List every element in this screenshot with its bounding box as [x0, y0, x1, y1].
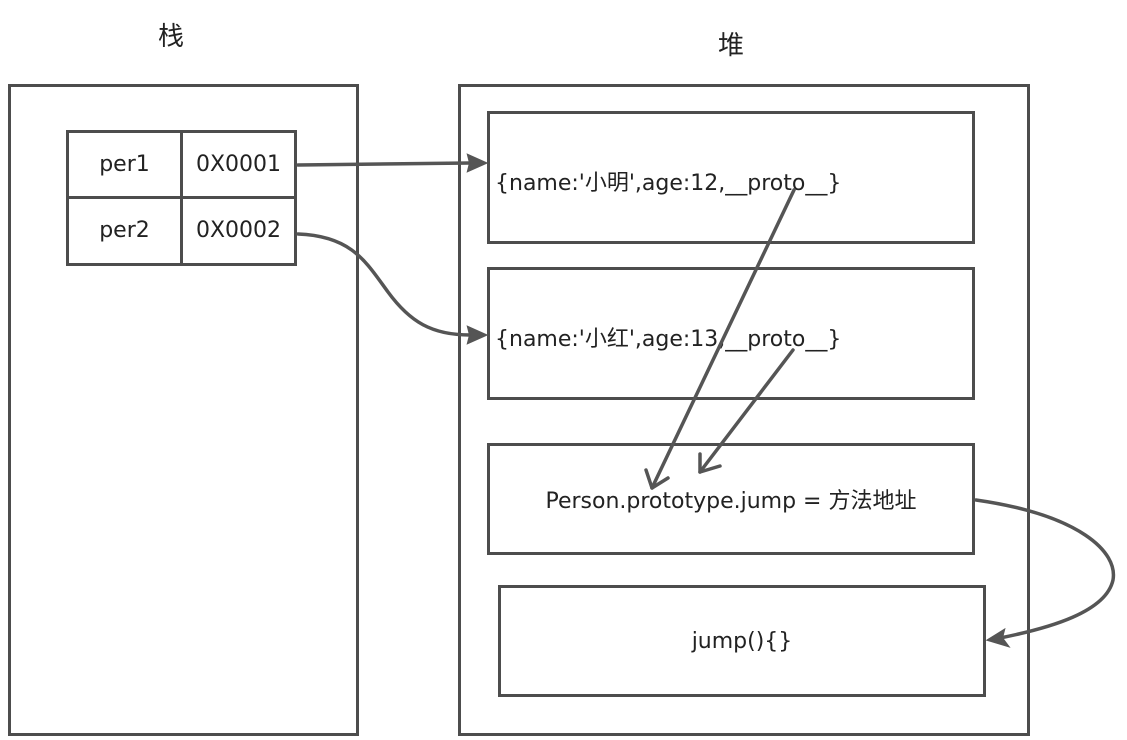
stack-address-per2: 0X0002 [180, 196, 297, 266]
stack-variable-per1: per1 [66, 130, 183, 199]
stack-address-per1: 0X0001 [180, 130, 297, 199]
heap-prototype-text: Person.prototype.jump = 方法地址 [545, 489, 917, 514]
heap-object-xiaoming-text: {name:'小明',age:12,__proto__} [495, 171, 842, 196]
heap-object-xiaoming: {name:'小明',age:12,__proto__} [487, 111, 975, 244]
heap-function-object: jump(){} [498, 585, 986, 697]
heap-object-xiaohong-text: {name:'小红',age:13,__proto__} [495, 327, 842, 352]
heap-function-text: jump(){} [691, 628, 793, 654]
stack-title: 栈 [158, 22, 185, 52]
stack-variable-per2: per2 [66, 196, 183, 266]
heap-title: 堆 [718, 31, 745, 61]
heap-object-xiaohong: {name:'小红',age:13,__proto__} [487, 267, 975, 400]
heap-prototype-object: Person.prototype.jump = 方法地址 [487, 443, 975, 555]
